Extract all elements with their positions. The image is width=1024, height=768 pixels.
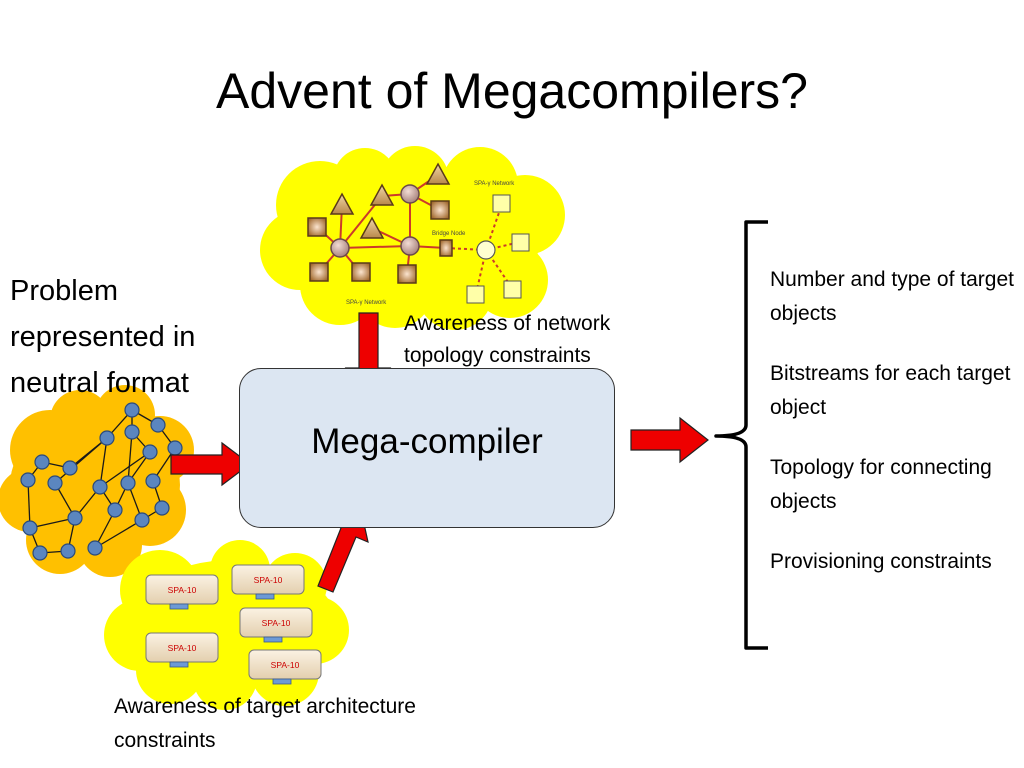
- spa-chip-label: SPA-10: [168, 585, 197, 595]
- bridge-node-label: Bridge Node: [432, 231, 466, 237]
- problem-text: Problem represented in neutral format: [10, 275, 196, 399]
- curly-brace-icon: [714, 220, 768, 650]
- network-awareness-text: Awareness of network topology constraint…: [404, 312, 611, 367]
- output-item: Topology for connecting objects: [770, 456, 992, 513]
- arrow-right-output-icon: [630, 416, 709, 464]
- arrow-right-icon: [170, 441, 251, 487]
- problem-graph-cloud: [0, 385, 194, 577]
- spa-chip-label: SPA-10: [271, 660, 300, 670]
- spa-chip-3: SPA-10: [239, 607, 313, 643]
- spa-chip-label: SPA-10: [262, 618, 291, 628]
- spa-chip-4: SPA-10: [145, 632, 219, 668]
- slide-title: Advent of Megacompilers?: [216, 63, 808, 119]
- network-label-bottom: SPA-γ Network: [346, 300, 387, 306]
- output-item: Bitstreams for each target object: [770, 362, 1011, 419]
- mega-compiler-label: Mega-compiler: [311, 422, 543, 461]
- output-item: Number and type of target objects: [770, 268, 1014, 325]
- network-label-top: SPA-γ Network: [474, 181, 515, 187]
- output-item: Provisioning constraints: [770, 550, 992, 573]
- spa-chip-5: SPA-10: [248, 649, 322, 685]
- mega-compiler-box: Mega-compiler: [239, 368, 615, 528]
- architecture-cloud: SPA-10 SPA-10 SPA-10 SPA-10 SPA-10: [104, 540, 349, 710]
- spa-chip-label: SPA-10: [168, 643, 197, 653]
- network-topology-cloud: SPA-γ Network Bridge Node SPA-γ Network: [260, 146, 565, 330]
- output-list: Number and type of target objects Bitstr…: [770, 263, 1020, 605]
- spa-chip-1: SPA-10: [145, 574, 219, 610]
- spa-chip-label: SPA-10: [254, 575, 283, 585]
- spa-chip-2: SPA-10: [231, 564, 305, 600]
- architecture-awareness-text: Awareness of target architecture constra…: [114, 695, 416, 752]
